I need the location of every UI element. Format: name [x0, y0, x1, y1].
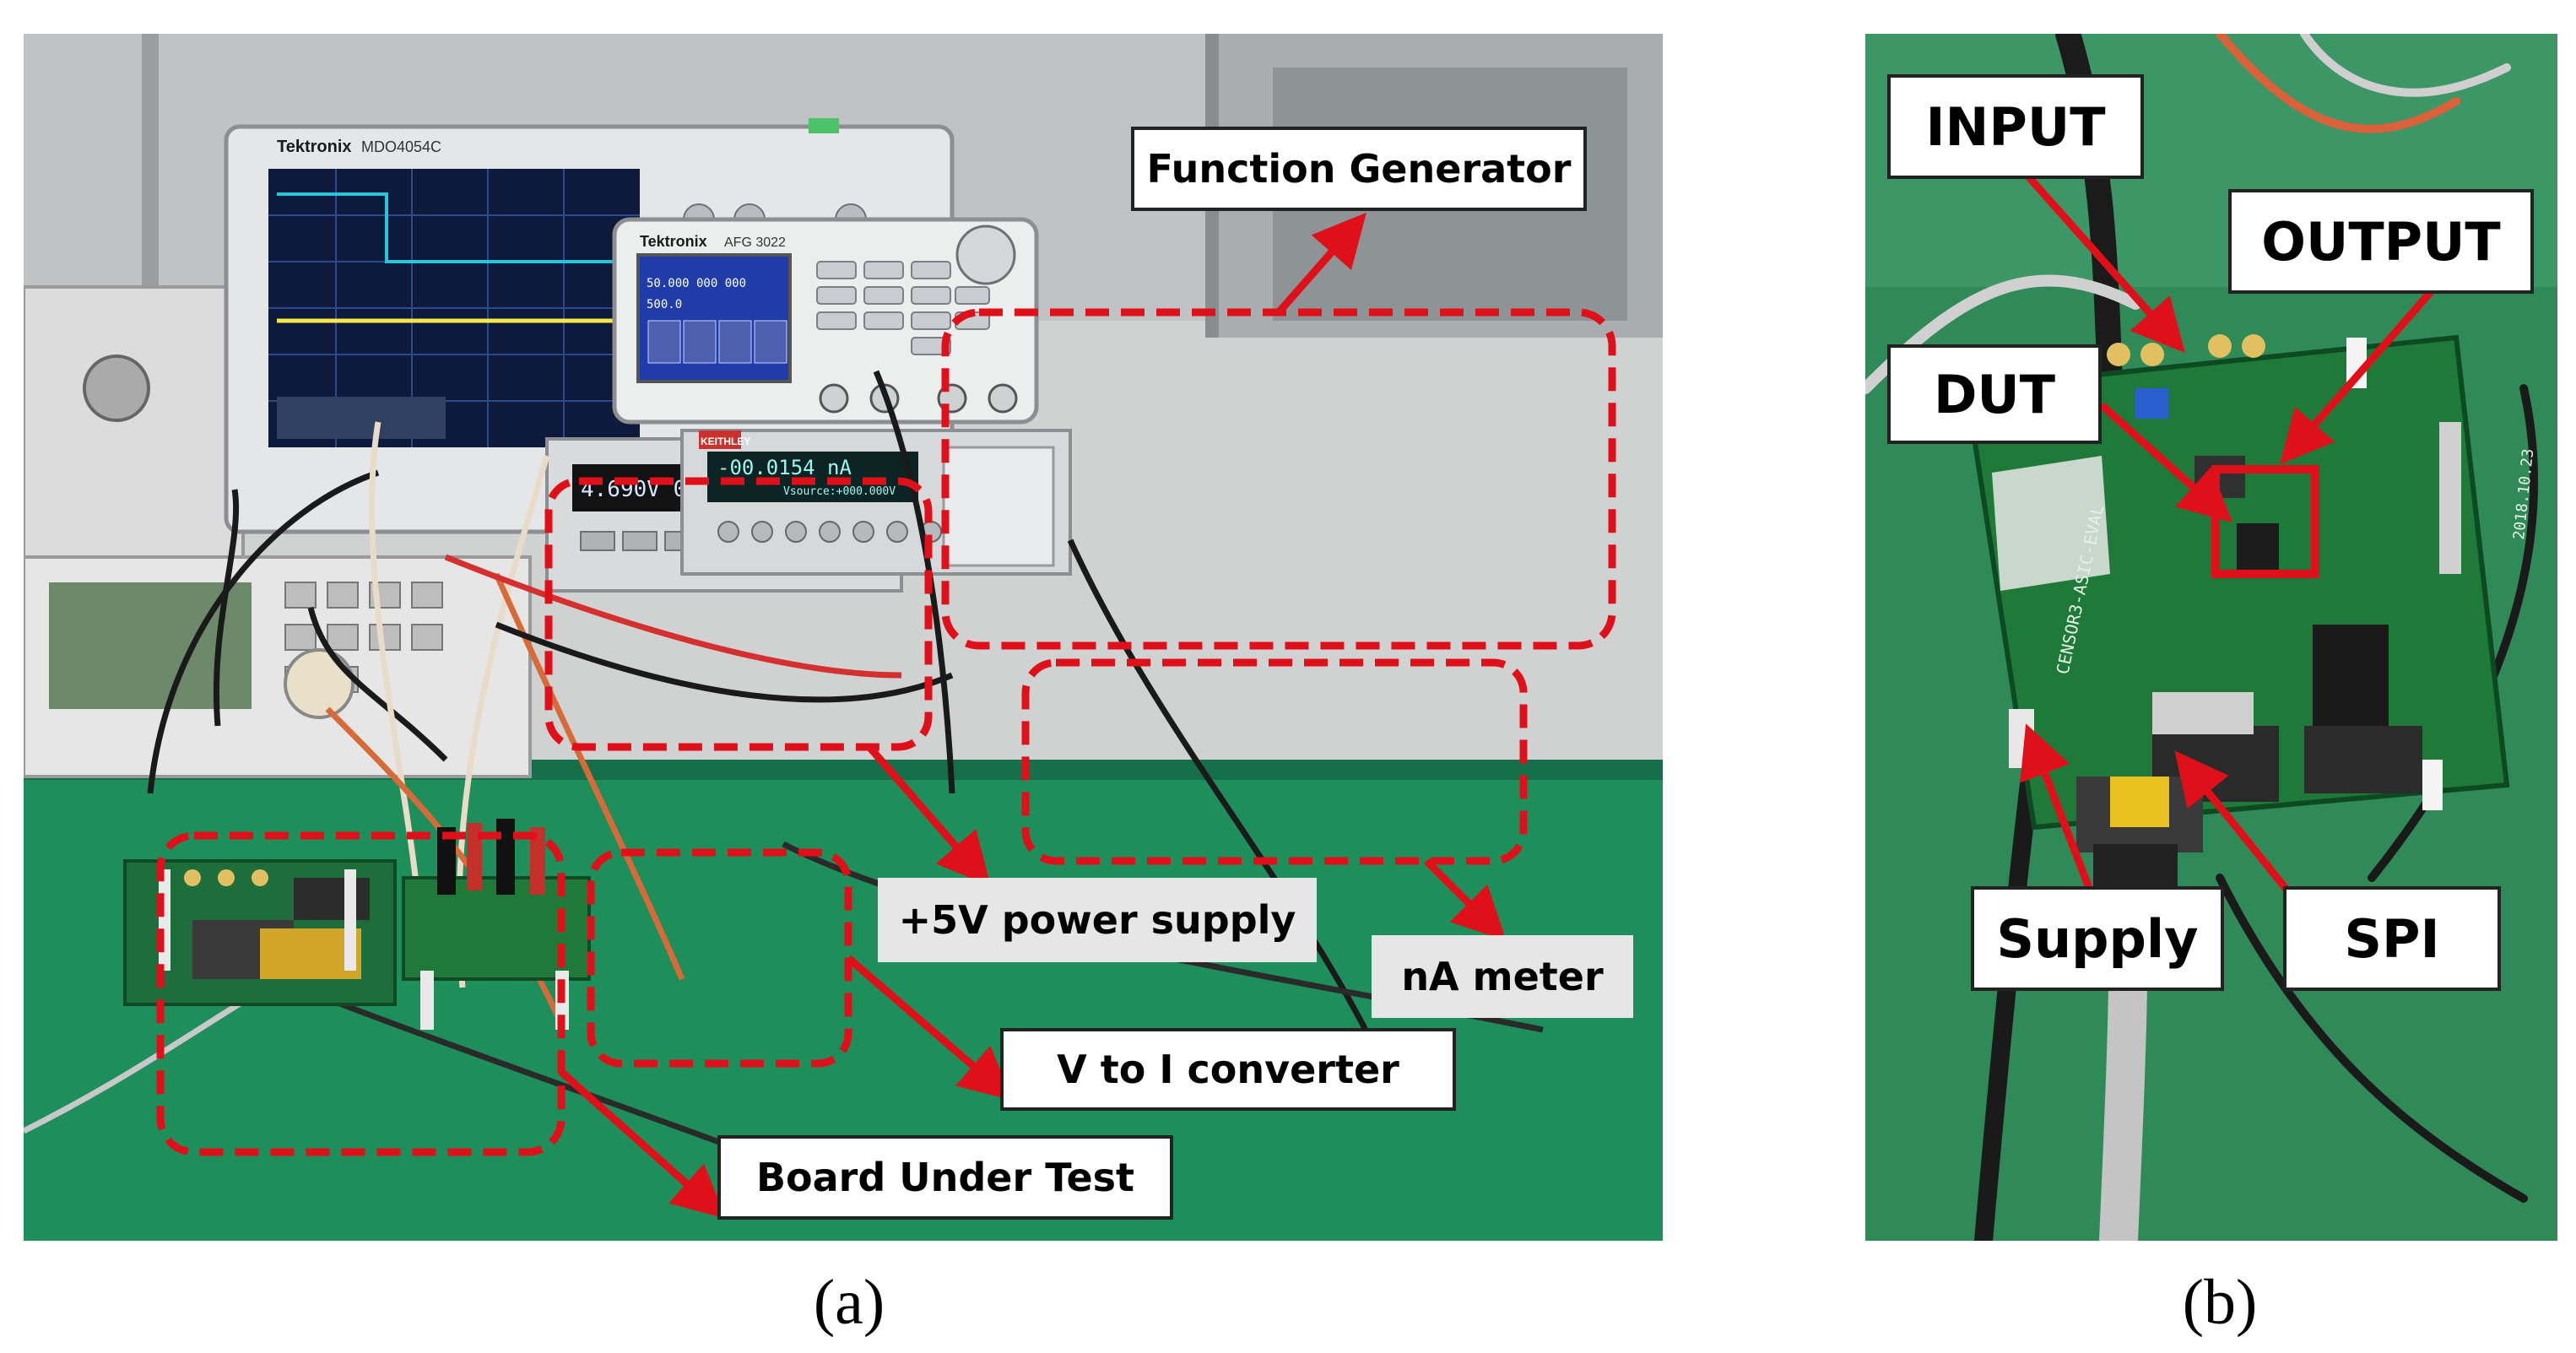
board-under-test-label: Board Under Test [717, 1135, 1173, 1220]
power-supply-label: +5V power supply [878, 878, 1317, 962]
supply-label: Supply [1971, 886, 2224, 991]
afg-ampl-text: 500.0 [647, 298, 682, 311]
na-meter-label: nA meter [1372, 935, 1633, 1018]
dut-label: DUT [1887, 344, 2102, 444]
spi-label: SPI [2283, 886, 2501, 991]
meter-brand-text: KEITHLEY [701, 436, 750, 447]
scope-brand-text: Tektronix [277, 138, 352, 156]
afg-model-text: AFG 3022 [724, 235, 786, 250]
panel-a-caption: (a) [813, 1267, 885, 1338]
afg-freq-text: 50.000 000 000 [647, 277, 746, 290]
scope-model-text: MDO4054C [361, 138, 441, 155]
panel-b-caption: (b) [2182, 1267, 2258, 1338]
v-to-i-label: V to I converter [1000, 1028, 1456, 1111]
meter-vsource-text: Vsource:+000.000V [783, 485, 896, 498]
afg-brand-text: Tektronix [640, 233, 707, 250]
input-label: INPUT [1887, 74, 2144, 179]
function-generator-label: Function Generator [1131, 127, 1587, 211]
output-label: OUTPUT [2228, 189, 2534, 294]
meter-reading-text: -00.0154 nA [717, 456, 852, 479]
